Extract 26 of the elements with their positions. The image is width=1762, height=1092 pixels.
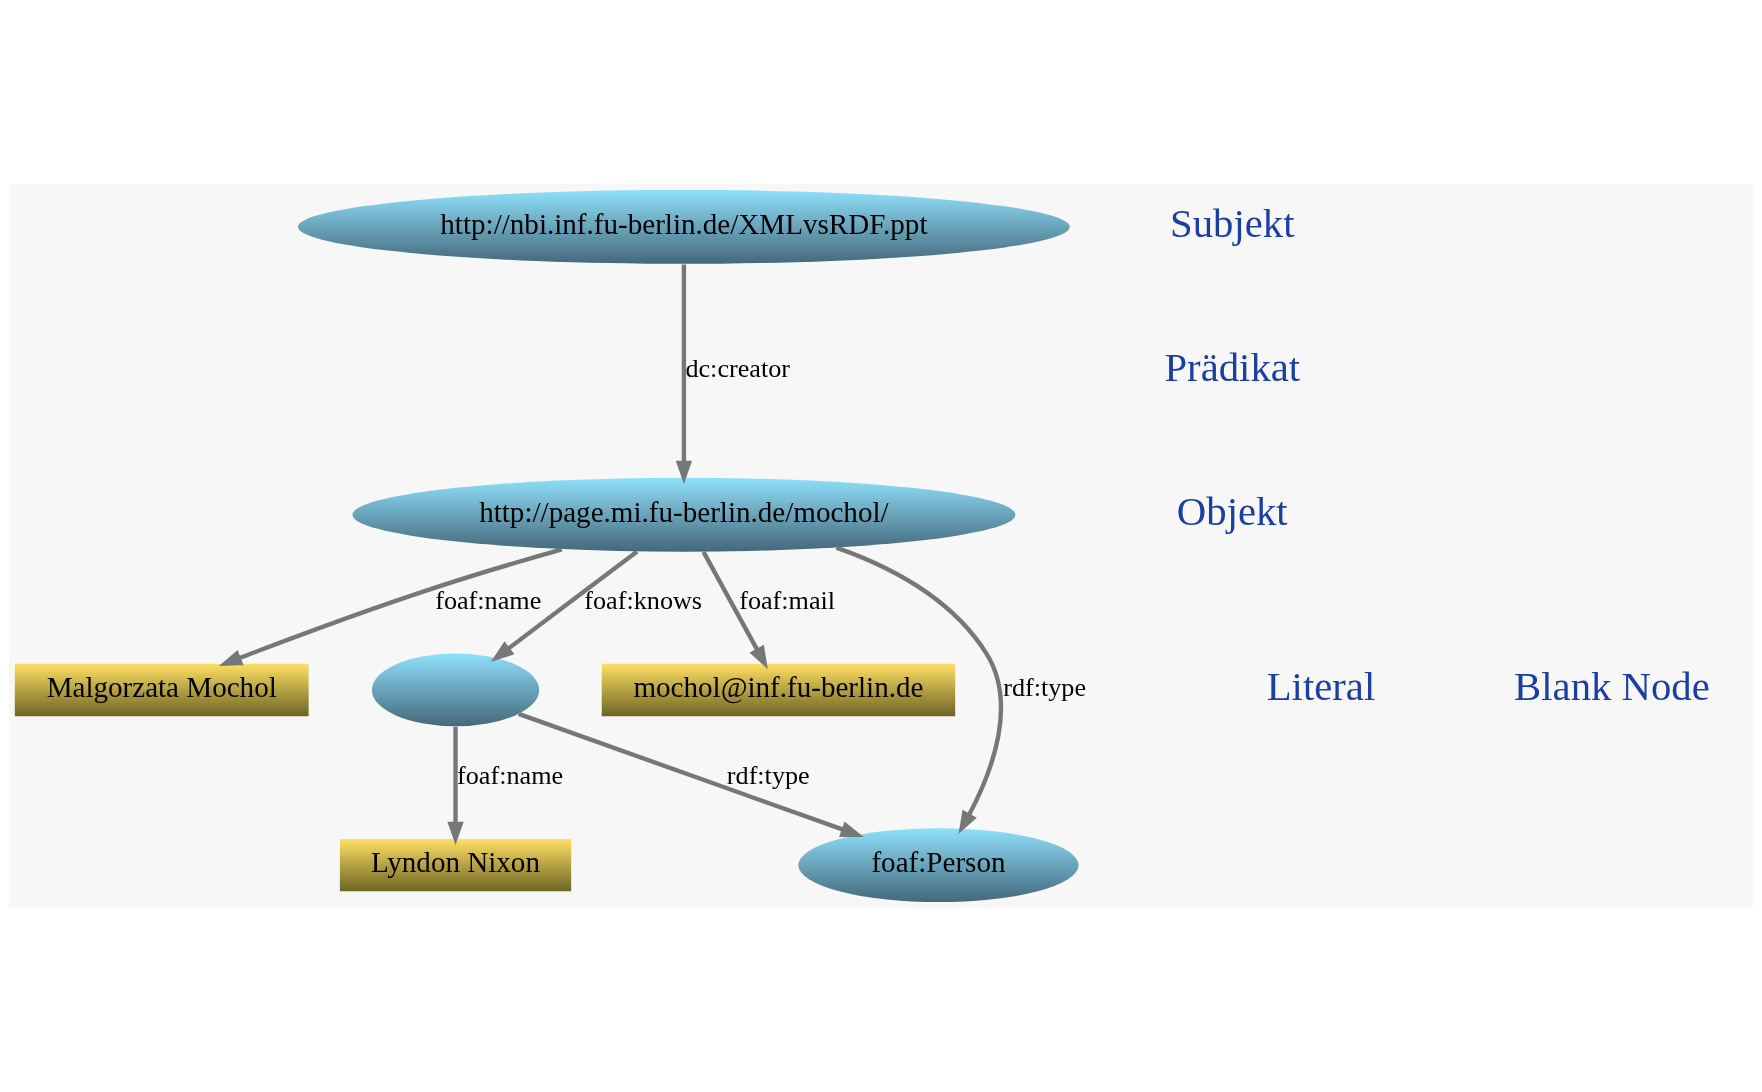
- edge-label: dc:creator: [685, 354, 791, 384]
- node-ellipse: foaf:Person: [798, 828, 1079, 903]
- arrow: [517, 711, 864, 838]
- label: Subjekt: [1170, 200, 1295, 246]
- edge-label: foaf:knows: [584, 586, 703, 616]
- node-ellipse: [371, 653, 540, 727]
- arrow: [447, 726, 464, 846]
- edge-label: rdf:type: [726, 760, 810, 790]
- arrow: [701, 550, 768, 670]
- label: Objekt: [1176, 488, 1288, 534]
- node-ellipse: http://page.mi.fu-berlin.de/mochol/: [352, 477, 1016, 552]
- label: Blank Node: [1514, 663, 1710, 709]
- node-ellipse: http://nbi.inf.fu-berlin.de/XMLvsRDF.ppt: [297, 189, 1070, 264]
- node-box: Malgorzata Mochol: [14, 663, 309, 717]
- arrow: [490, 549, 639, 662]
- label: Prädikat: [1164, 344, 1301, 390]
- node-box: Lyndon Nixon: [339, 838, 572, 892]
- label: Literal: [1266, 663, 1376, 709]
- arrow: [675, 264, 693, 485]
- node-box: mochol@inf.fu-berlin.de: [601, 663, 956, 717]
- arrow: [835, 545, 1004, 835]
- arrow: [218, 547, 563, 666]
- edge-label: rdf:type: [1003, 673, 1087, 703]
- edge-label: foaf:name: [457, 760, 564, 790]
- edge-label: foaf:name: [435, 586, 542, 616]
- edge-label: foaf:mail: [739, 586, 836, 616]
